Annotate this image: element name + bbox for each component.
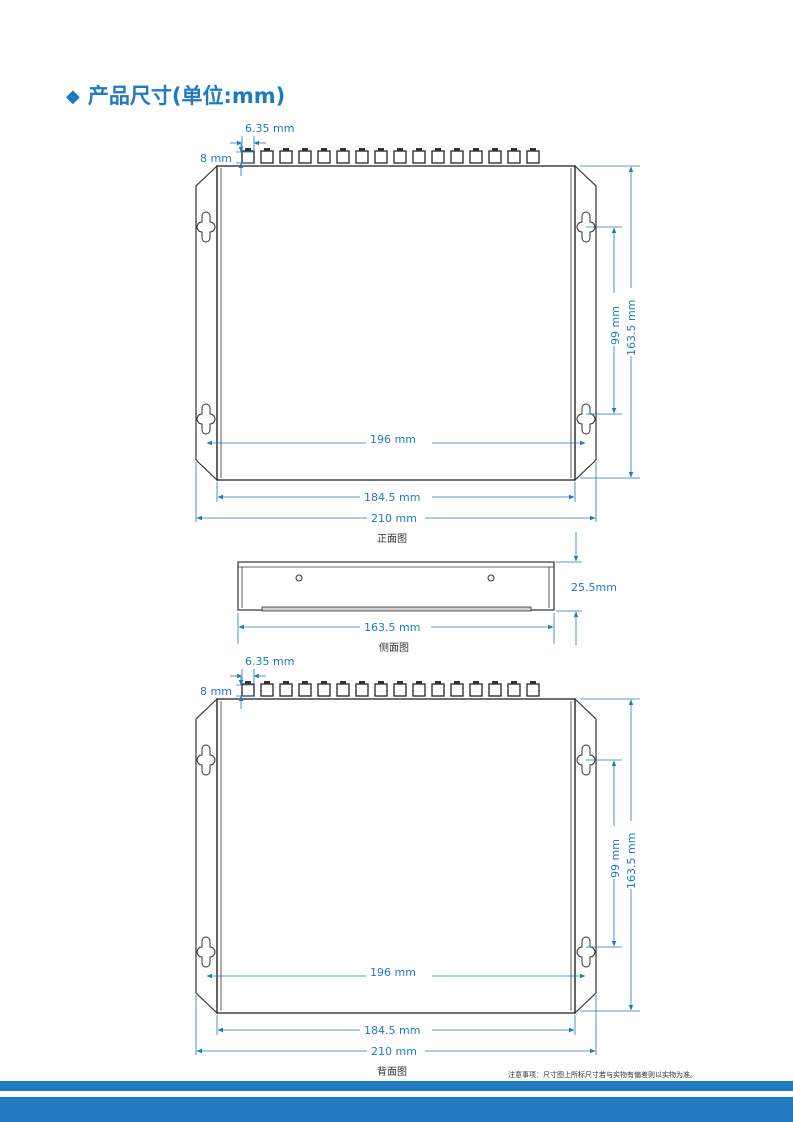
rj45-port [536,151,548,163]
rj45-port [488,681,502,697]
rj45-port [431,148,445,164]
rj45-port [279,148,293,164]
pitch-label: 6.35 mm [245,122,294,135]
rj45-port [412,148,426,164]
rj45-port [450,148,464,164]
rj45-port [450,681,464,697]
rj45-port [507,148,521,164]
rj45-port [412,681,426,697]
device-body [216,165,576,481]
side-view: 25.5mm 163.5 mm 侧面图 [237,532,617,654]
rj45-port [507,681,521,697]
device-body [216,698,576,1014]
rj45-port [393,681,407,697]
rj45-port [260,148,274,164]
rj45-port [488,148,502,164]
hole-span-horizontal-label: 196 mm [370,433,416,446]
rj45-port-row [241,148,548,164]
rj45-port [260,681,274,697]
port-height-label: 8 mm [200,152,232,165]
back-view: 6.35 mm 8 mm 163.5 mm 99 mm 196 mm 184.5… [195,655,640,1078]
right-mounting-ear [574,697,597,1015]
keyhole-slot [196,744,216,776]
page-title: ◆ 产品尺寸(单位:mm) [66,80,285,110]
keyhole-slot [196,403,216,435]
rj45-port [241,681,255,697]
height-label: 163.5 mm [625,833,638,889]
body-width-label: 184.5 mm [364,1024,420,1037]
rj45-port [298,681,312,697]
rj45-port [431,681,445,697]
right-mounting-ear [574,164,597,482]
rj45-port [317,681,331,697]
hole-span-vertical-label: 99 mm [609,306,622,345]
port-height-label: 8 mm [200,685,232,698]
rj45-port [298,148,312,164]
rj45-port [374,148,388,164]
screw-hole [487,574,495,582]
total-width-label: 210 mm [371,512,417,525]
keyhole-slot [576,936,596,968]
rj45-port [526,148,540,164]
keyhole-slot [576,211,596,243]
keyhole-slot [576,403,596,435]
front-view: 6.35 mm 8 mm 163.5 mm 99 mm 196 mm 184.5… [195,122,640,545]
left-mounting-ear [195,697,218,1015]
depth-label: 163.5 mm [364,621,420,634]
view-caption: 侧面图 [379,641,409,654]
diamond-bullet-icon: ◆ [66,86,80,107]
rj45-port [469,681,483,697]
rj45-port [355,681,369,697]
pitch-label: 6.35 mm [245,655,294,668]
keyhole-slot [576,744,596,776]
rj45-port [393,148,407,164]
rj45-port [241,148,255,164]
rj45-port [279,681,293,697]
body-width-label: 184.5 mm [364,491,420,504]
footer-band [0,1097,793,1122]
keyhole-slot [196,211,216,243]
hole-span-vertical-label: 99 mm [609,839,622,878]
rj45-port [469,148,483,164]
hole-span-horizontal-label: 196 mm [370,966,416,979]
title-text: 产品尺寸(单位:mm) [87,84,286,108]
footnote: 注意事项：尺寸图上所标尺寸若与实物有偏差则以实物为准。 [508,1070,697,1079]
view-caption: 正面图 [377,533,407,545]
rj45-port [355,148,369,164]
footer-stripe [0,1081,793,1091]
view-caption: 背面图 [377,1065,407,1078]
screw-hole [295,574,303,582]
keyhole-slot [196,936,216,968]
total-width-label: 210 mm [371,1045,417,1058]
height-label: 163.5 mm [625,300,638,356]
rj45-port [317,148,331,164]
thickness-label: 25.5mm [571,581,617,594]
rj45-port [526,681,540,697]
rj45-port-row [241,681,540,697]
rj45-port [374,681,388,697]
left-mounting-ear [195,164,218,482]
rj45-port [336,148,350,164]
rj45-port [336,681,350,697]
